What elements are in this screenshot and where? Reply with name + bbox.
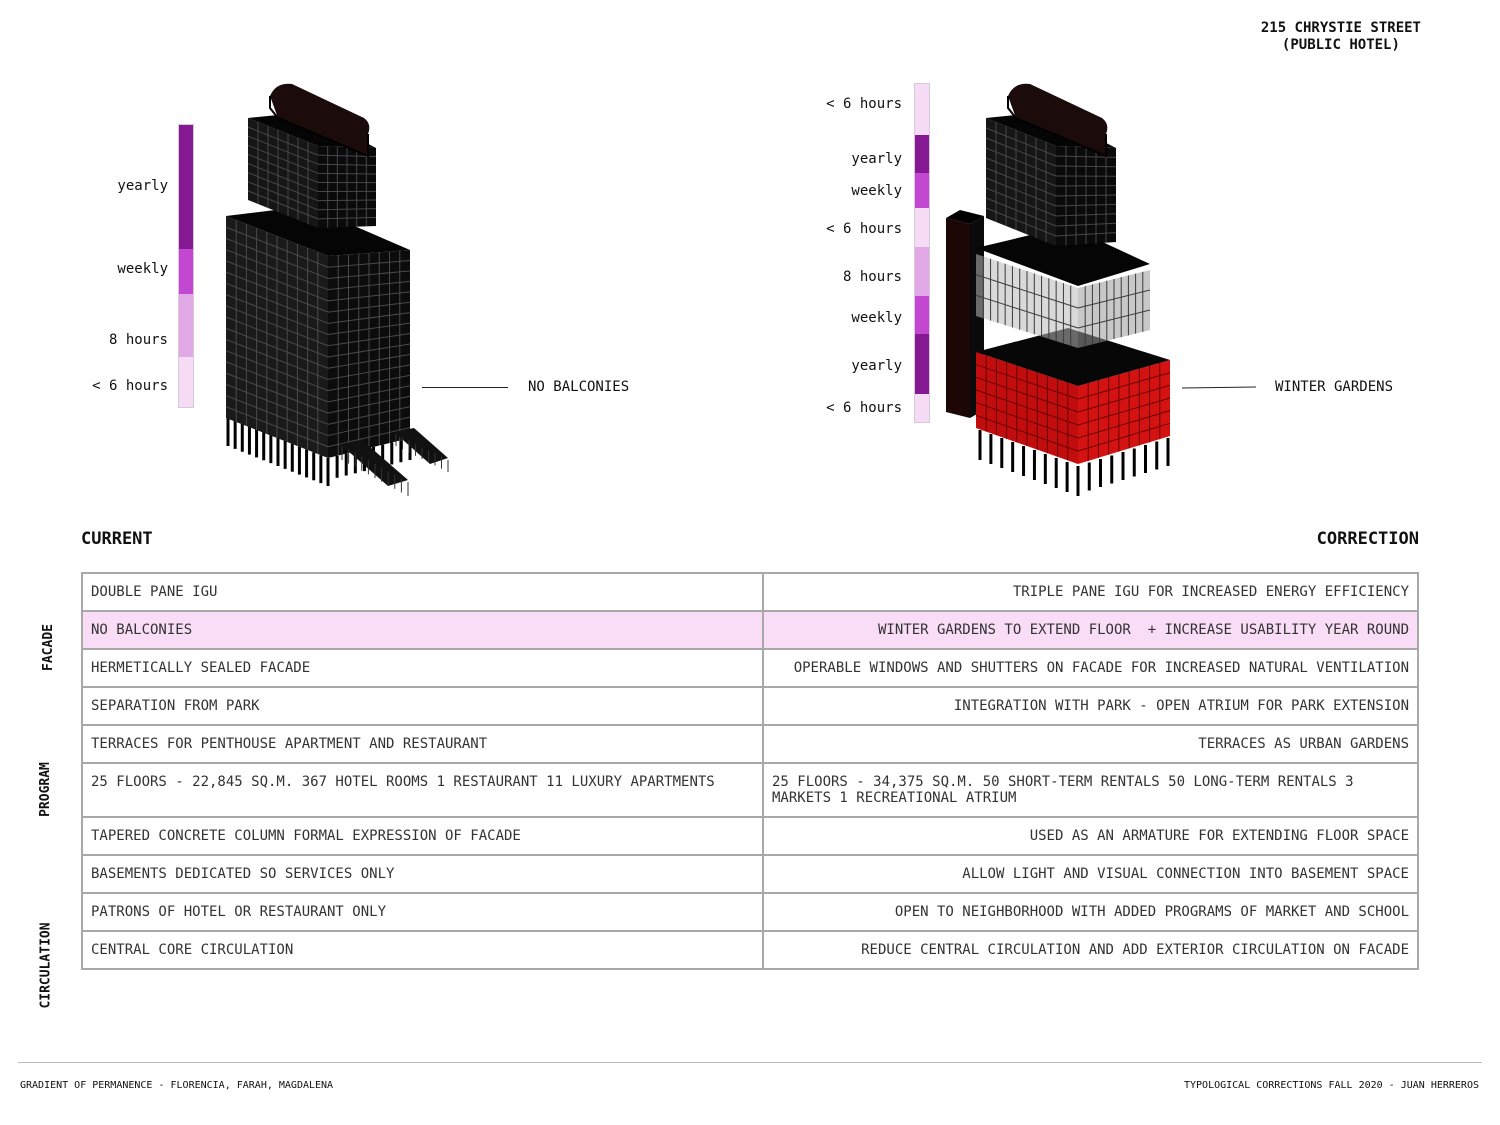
table-row: CENTRAL CORE CIRCULATION REDUCE CENTRAL …	[81, 930, 1419, 970]
correction-cell: WINTER GARDENS TO EXTEND FLOOR + INCREAS…	[762, 610, 1419, 650]
left-callout-line	[422, 387, 508, 388]
current-building-axonometric	[225, 83, 449, 496]
table-row: BASEMENTS DEDICATED SO SERVICES ONLY ALL…	[81, 854, 1419, 894]
table-row: PATRONS OF HOTEL OR RESTAURANT ONLY OPEN…	[81, 892, 1419, 932]
correction-cell: OPEN TO NEIGHBORHOOD WITH ADDED PROGRAMS…	[762, 892, 1419, 932]
scale-segment-8-hours	[915, 247, 929, 296]
correction-cell: TRIPLE PANE IGU FOR INCREASED ENERGY EFF…	[762, 572, 1419, 612]
right-scale-label: weekly	[851, 310, 902, 326]
current-cell: SEPARATION FROM PARK	[81, 686, 764, 726]
current-cell: CENTRAL CORE CIRCULATION	[81, 930, 764, 970]
left-scale-label: < 6 hours	[92, 378, 168, 394]
correction-cell: INTEGRATION WITH PARK - OPEN ATRIUM FOR …	[762, 686, 1419, 726]
table-row: 25 FLOORS - 22,845 SQ.M. 367 HOTEL ROOMS…	[81, 762, 1419, 818]
scale-segment-6-hours	[915, 208, 929, 247]
current-cell: HERMETICALLY SEALED FACADE	[81, 648, 764, 688]
right-permanence-scale	[914, 83, 930, 423]
left-permanence-scale	[178, 124, 194, 408]
left-scale-label: weekly	[117, 261, 168, 277]
left-scale-label: yearly	[117, 178, 168, 194]
footer-right: TYPOLOGICAL CORRECTIONS FALL 2020 - JUAN…	[1183, 1080, 1479, 1091]
scale-segment-yearly	[179, 125, 193, 249]
category-facade: FACADE	[40, 624, 56, 671]
correction-cell: 25 FLOORS - 34,375 SQ.M. 50 SHORT-TERM R…	[762, 762, 1419, 818]
table-row: TAPERED CONCRETE COLUMN FORMAL EXPRESSIO…	[81, 816, 1419, 856]
left-scale-label: 8 hours	[108, 332, 168, 348]
comparison-table: DOUBLE PANE IGU TRIPLE PANE IGU FOR INCR…	[81, 572, 1419, 970]
right-scale-label: < 6 hours	[826, 221, 902, 237]
correction-cell: OPERABLE WINDOWS AND SHUTTERS ON FACADE …	[762, 648, 1419, 688]
scale-segment-6-hours	[179, 357, 193, 407]
scale-segment-weekly	[915, 296, 929, 334]
project-title: 215 CHRYSTIE STREET (PUBLIC HOTEL)	[1261, 20, 1421, 54]
current-cell: 25 FLOORS - 22,845 SQ.M. 367 HOTEL ROOMS…	[81, 762, 764, 818]
scale-segment-6-hours	[915, 84, 929, 135]
table-row: TERRACES FOR PENTHOUSE APARTMENT AND RES…	[81, 724, 1419, 764]
correction-building-axonometric	[946, 83, 1171, 496]
scale-segment-yearly	[915, 135, 929, 173]
right-scale-label: < 6 hours	[826, 400, 902, 416]
table-row-highlighted: NO BALCONIES WINTER GARDENS TO EXTEND FL…	[81, 610, 1419, 650]
right-scale-label: yearly	[851, 358, 902, 374]
footer-divider	[18, 1062, 1482, 1063]
right-scale-label: weekly	[851, 183, 902, 199]
title-line-2: (PUBLIC HOTEL)	[1281, 37, 1400, 53]
current-cell: BASEMENTS DEDICATED SO SERVICES ONLY	[81, 854, 764, 894]
correction-heading: CORRECTION	[1316, 529, 1419, 549]
right-callout-label: WINTER GARDENS	[1275, 379, 1394, 395]
right-callout-line	[1181, 386, 1257, 389]
correction-cell: REDUCE CENTRAL CIRCULATION AND ADD EXTER…	[762, 930, 1419, 970]
table-row: DOUBLE PANE IGU TRIPLE PANE IGU FOR INCR…	[81, 572, 1419, 612]
current-cell: DOUBLE PANE IGU	[81, 572, 764, 612]
category-circulation: CIRCULATION	[38, 922, 54, 1009]
scale-segment-6-hours	[915, 394, 929, 422]
current-heading: CURRENT	[81, 529, 153, 549]
scale-segment-weekly	[179, 249, 193, 294]
footer-left: GRADIENT OF PERMANENCE - FLORENCIA, FARA…	[20, 1080, 334, 1091]
title-line-1: 215 CHRYSTIE STREET	[1260, 20, 1421, 36]
scale-segment-8-hours	[179, 294, 193, 357]
correction-cell: TERRACES AS URBAN GARDENS	[762, 724, 1419, 764]
right-scale-label: 8 hours	[842, 269, 902, 285]
right-scale-label: < 6 hours	[826, 96, 902, 112]
scale-segment-weekly	[915, 173, 929, 208]
table-row: SEPARATION FROM PARK INTEGRATION WITH PA…	[81, 686, 1419, 726]
left-callout-label: NO BALCONIES	[528, 379, 630, 395]
current-cell: PATRONS OF HOTEL OR RESTAURANT ONLY	[81, 892, 764, 932]
correction-cell: ALLOW LIGHT AND VISUAL CONNECTION INTO B…	[762, 854, 1419, 894]
table-row: HERMETICALLY SEALED FACADE OPERABLE WIND…	[81, 648, 1419, 688]
correction-cell: USED AS AN ARMATURE FOR EXTENDING FLOOR …	[762, 816, 1419, 856]
category-program: PROGRAM	[37, 762, 53, 817]
current-cell: NO BALCONIES	[81, 610, 764, 650]
right-scale-label: yearly	[851, 151, 902, 167]
scale-segment-yearly	[915, 334, 929, 394]
current-cell: TAPERED CONCRETE COLUMN FORMAL EXPRESSIO…	[81, 816, 764, 856]
current-cell: TERRACES FOR PENTHOUSE APARTMENT AND RES…	[81, 724, 764, 764]
